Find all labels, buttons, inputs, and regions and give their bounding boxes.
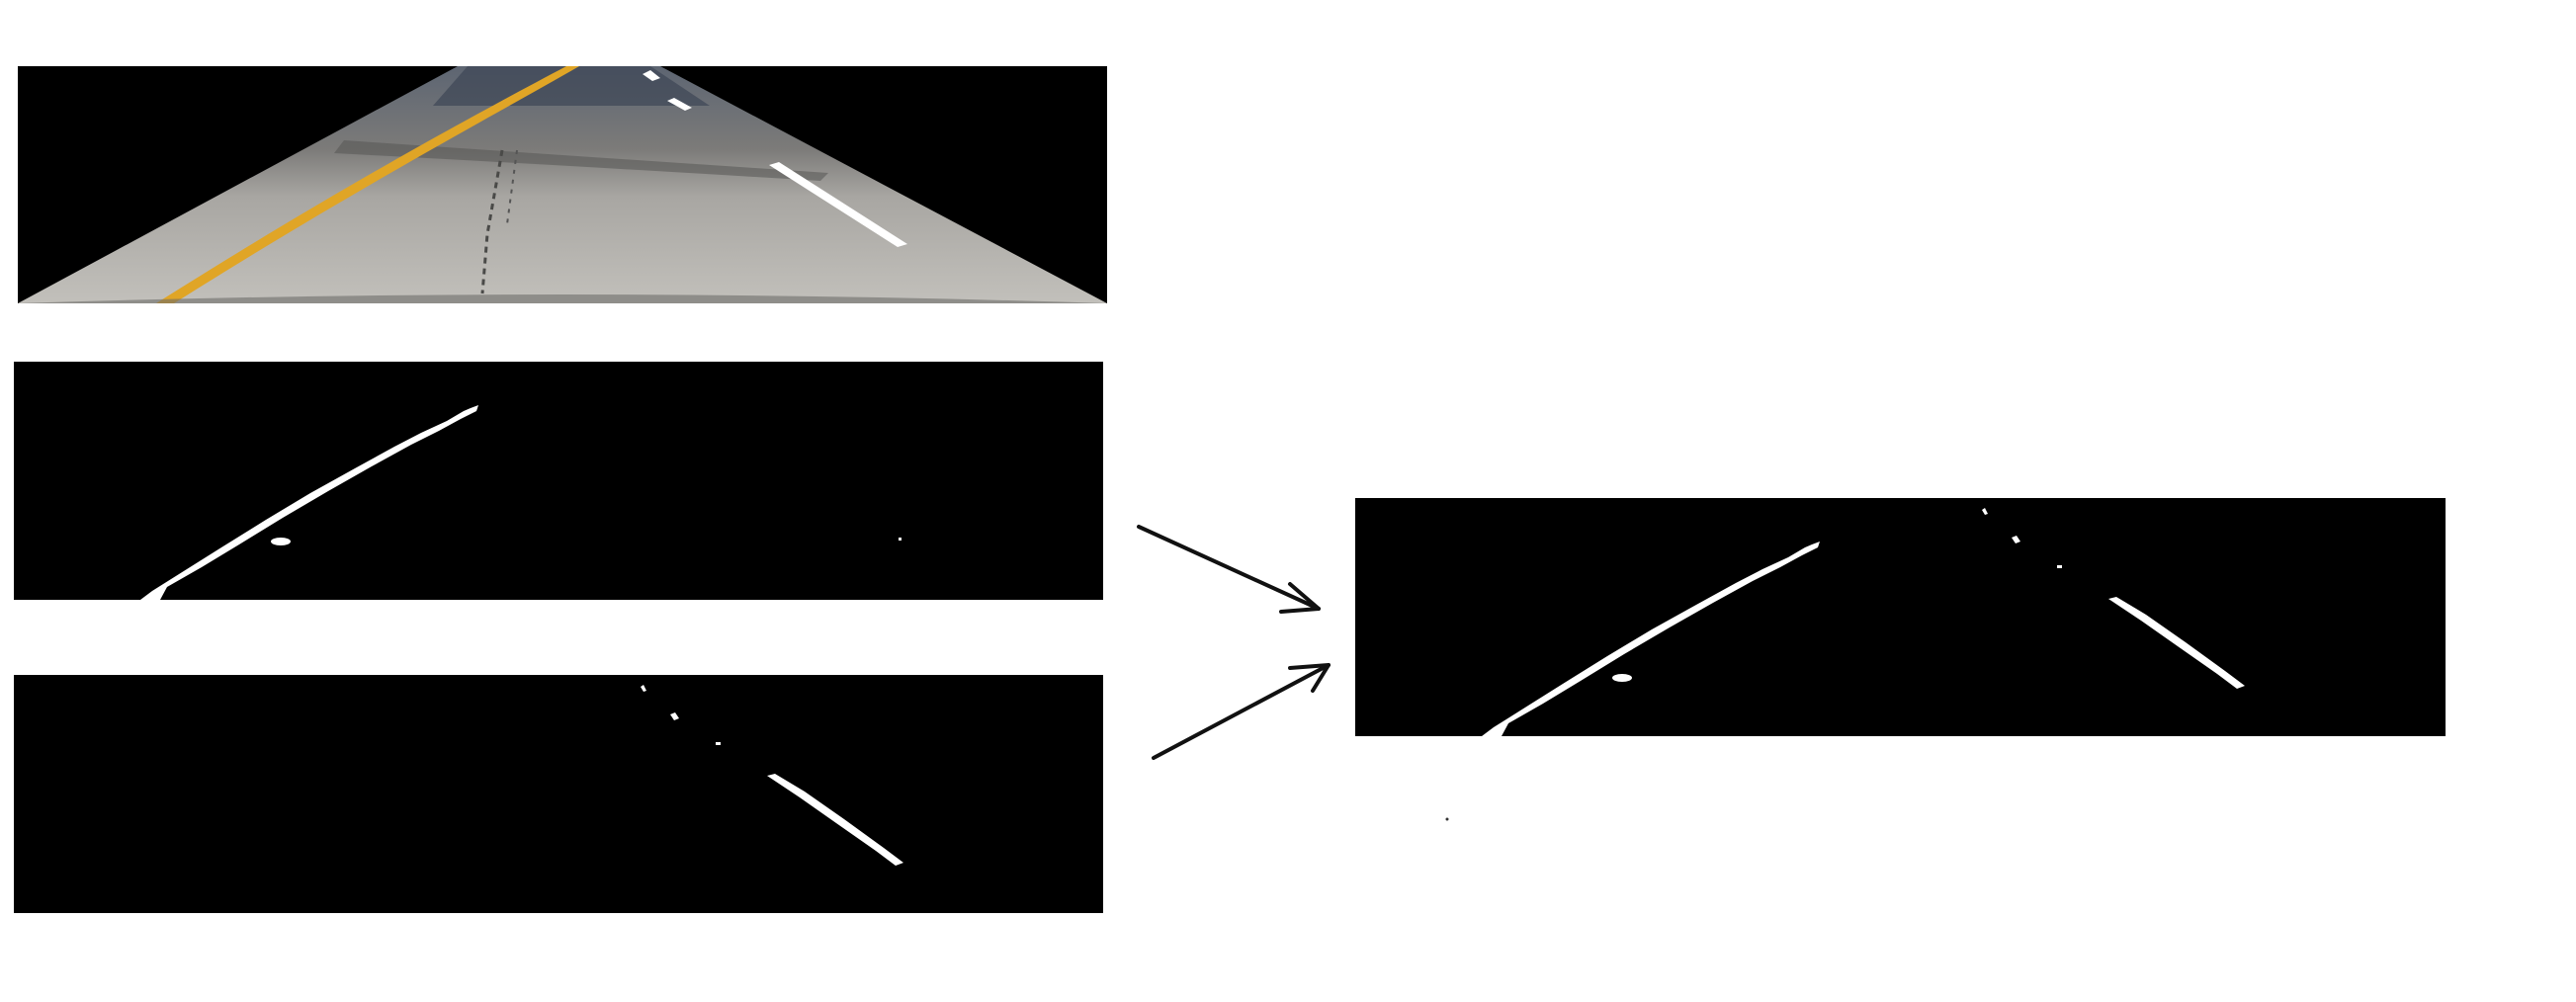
stray-dot bbox=[1445, 817, 1449, 821]
white-dash-mid-mask bbox=[670, 712, 679, 720]
road-shadow bbox=[433, 66, 710, 106]
combined-white-line bbox=[2108, 597, 2245, 689]
road-roi-image bbox=[18, 66, 1107, 303]
combined-yellow-line bbox=[1482, 542, 1820, 736]
crack-line-2 bbox=[506, 149, 518, 225]
yellow-mask-svg bbox=[14, 362, 1103, 600]
yellow-lane-mask bbox=[14, 362, 1103, 600]
combined-mask-svg bbox=[1355, 498, 2446, 736]
white-dash-far bbox=[643, 70, 660, 81]
arrow-white-to-combined bbox=[1152, 663, 1331, 760]
hood-shadow bbox=[18, 294, 1107, 303]
combined-white-speck bbox=[2057, 565, 2062, 568]
combined-lane-mask bbox=[1355, 498, 2446, 736]
crack-line bbox=[480, 149, 504, 294]
white-mask-speck bbox=[716, 742, 721, 745]
road-surface bbox=[18, 66, 1107, 303]
white-lane-line bbox=[769, 162, 907, 247]
yellow-lane-line bbox=[156, 66, 579, 303]
white-dash-mid bbox=[667, 98, 692, 111]
yellow-line-mask-stroke bbox=[140, 405, 478, 600]
white-lane-mask bbox=[14, 675, 1103, 913]
combined-yellow-blob bbox=[1612, 674, 1632, 682]
yellow-mask-blob bbox=[271, 538, 291, 545]
tire-marks bbox=[334, 140, 828, 181]
white-mask-svg bbox=[14, 675, 1103, 913]
combined-white-dash-mid bbox=[2012, 536, 2020, 543]
combined-white-dash-far bbox=[1982, 508, 1988, 515]
arrow-yellow-to-combined bbox=[1137, 525, 1321, 614]
white-line-mask-stroke bbox=[767, 774, 903, 866]
road-roi-svg bbox=[18, 66, 1107, 303]
white-dash-far-mask bbox=[641, 685, 646, 692]
yellow-mask-speck bbox=[899, 538, 902, 541]
